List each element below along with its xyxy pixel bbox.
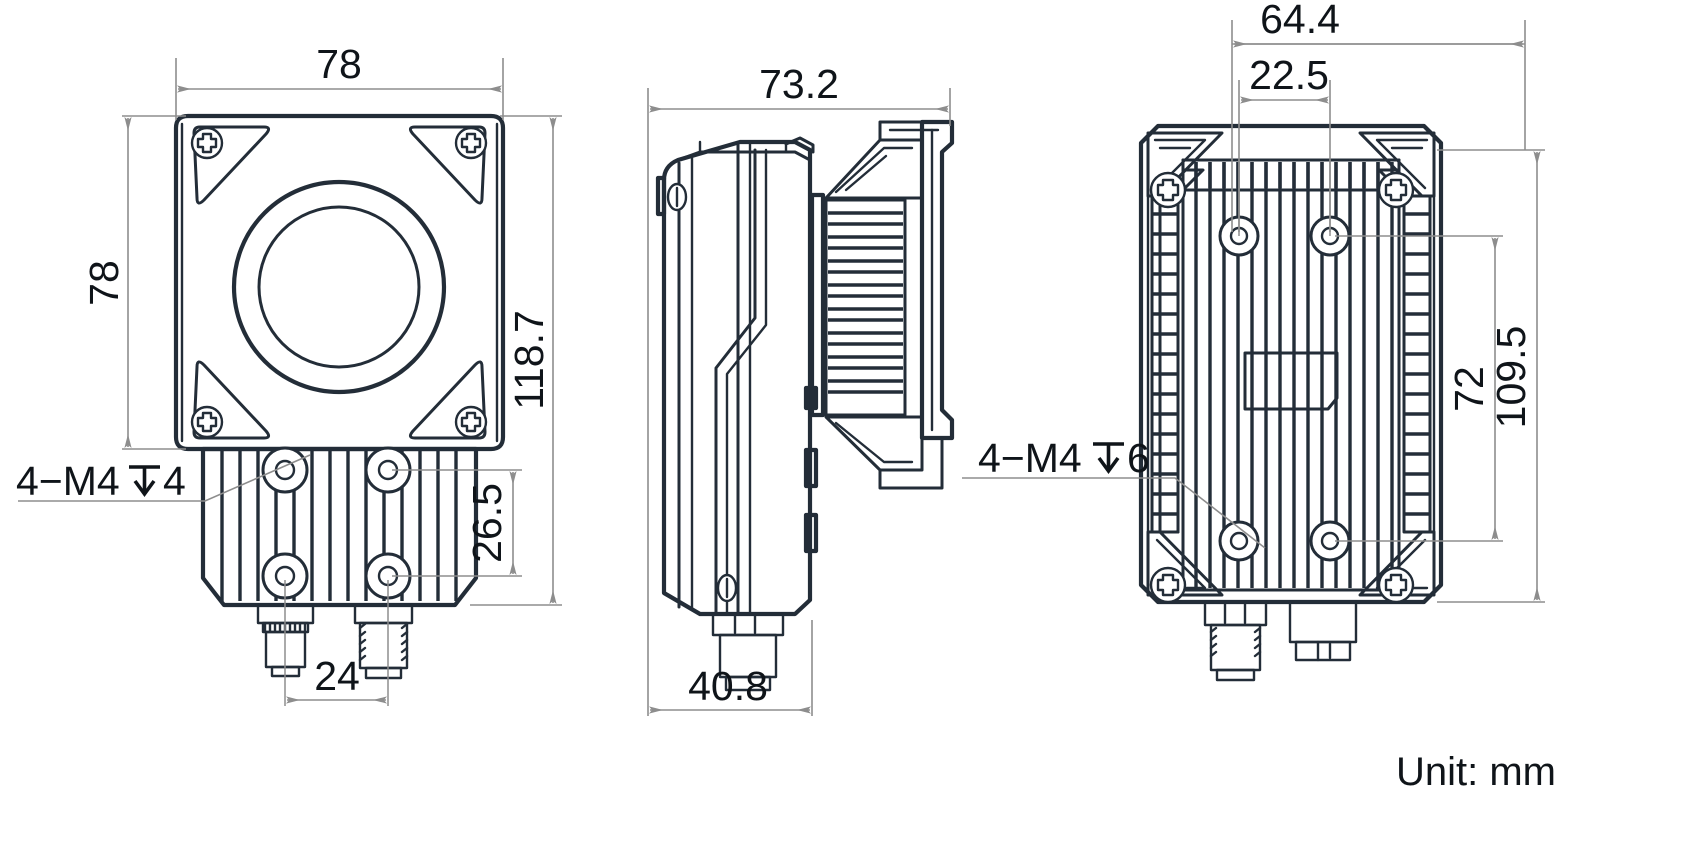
rear-hole-leader-lines [1238,160,1331,236]
depth-symbol-icon [129,465,160,498]
rear-screw-bottom-right [1377,566,1415,604]
rear-screw-top-left [1149,171,1187,209]
note-rear-thread: 4−M4 6 [962,435,1266,549]
side-view: 73.2 40.8 [647,61,955,716]
rear-right-fin-rungs [1405,212,1429,516]
dim-rear-height: 109.5 [1437,149,1545,603]
side-fins [828,211,903,394]
dim-label-side-depth: 73.2 [759,61,839,107]
front-lens [231,179,447,395]
unit-note: Unit: mm [1396,750,1556,794]
rear-left-fin-rungs [1153,212,1177,516]
dim-front-total-height: 118.7 [470,115,562,606]
rear-top-fin-band [1194,162,1380,188]
rear-connectors [1203,600,1358,682]
front-base-block [200,446,479,608]
note-label-front-thread-depth: 4 [163,458,186,504]
dim-label-front-width: 78 [316,41,362,87]
side-connector [711,612,785,692]
front-view: 78 78 118.7 26.5 24 [16,41,562,706]
rear-screw-top-right [1377,171,1415,209]
dim-label-rear-width: 64.4 [1260,0,1340,42]
depth-symbol-icon-rear [1093,442,1124,475]
note-label-rear-thread-depth: 6 [1127,435,1150,481]
dim-label-front-hole-pitch: 26.5 [464,483,510,563]
side-lens-module [809,119,955,490]
dim-rear-width: 64.4 [1231,0,1526,232]
front-base-fins [220,451,458,601]
dim-front-connector-pitch: 24 [284,580,389,706]
dim-rear-hole-pitch-v: 72 [1335,235,1503,542]
dim-label-front-connector-pitch: 24 [314,653,360,699]
dim-front-hole-pitch: 26.5 [392,469,522,577]
dim-label-rear-hole-pitch-h: 22.5 [1249,52,1329,98]
note-front-thread: 4−M4 4 [16,454,311,504]
dim-front-width: 78 [175,41,504,120]
dim-label-side-width: 40.8 [688,663,768,709]
note-label-rear-thread-prefix: 4−M4 [978,435,1082,481]
rear-side-fin-strips [1150,194,1432,534]
side-body [655,136,819,617]
rear-view: 64.4 22.5 72 109.5 4−M4 [962,0,1545,682]
front-connectors [256,603,414,680]
dim-label-rear-height: 109.5 [1488,326,1534,429]
dim-label-front-total-height: 118.7 [506,310,552,410]
dim-front-height: 78 [81,115,186,450]
front-corner-screws [190,125,488,440]
dim-label-rear-hole-pitch-v: 72 [1446,366,1492,412]
rear-screw-blocks [1149,168,1415,604]
dim-side-depth: 73.2 [647,61,951,636]
note-label-front-thread-prefix: 4−M4 [16,458,120,504]
dim-side-width: 40.8 [647,620,813,716]
front-body-outline [173,113,506,452]
dim-label-front-height: 78 [81,260,127,306]
front-mounting-holes [261,446,412,600]
rear-inner-panel [1181,158,1401,592]
rear-screw-bottom-left [1149,566,1187,604]
